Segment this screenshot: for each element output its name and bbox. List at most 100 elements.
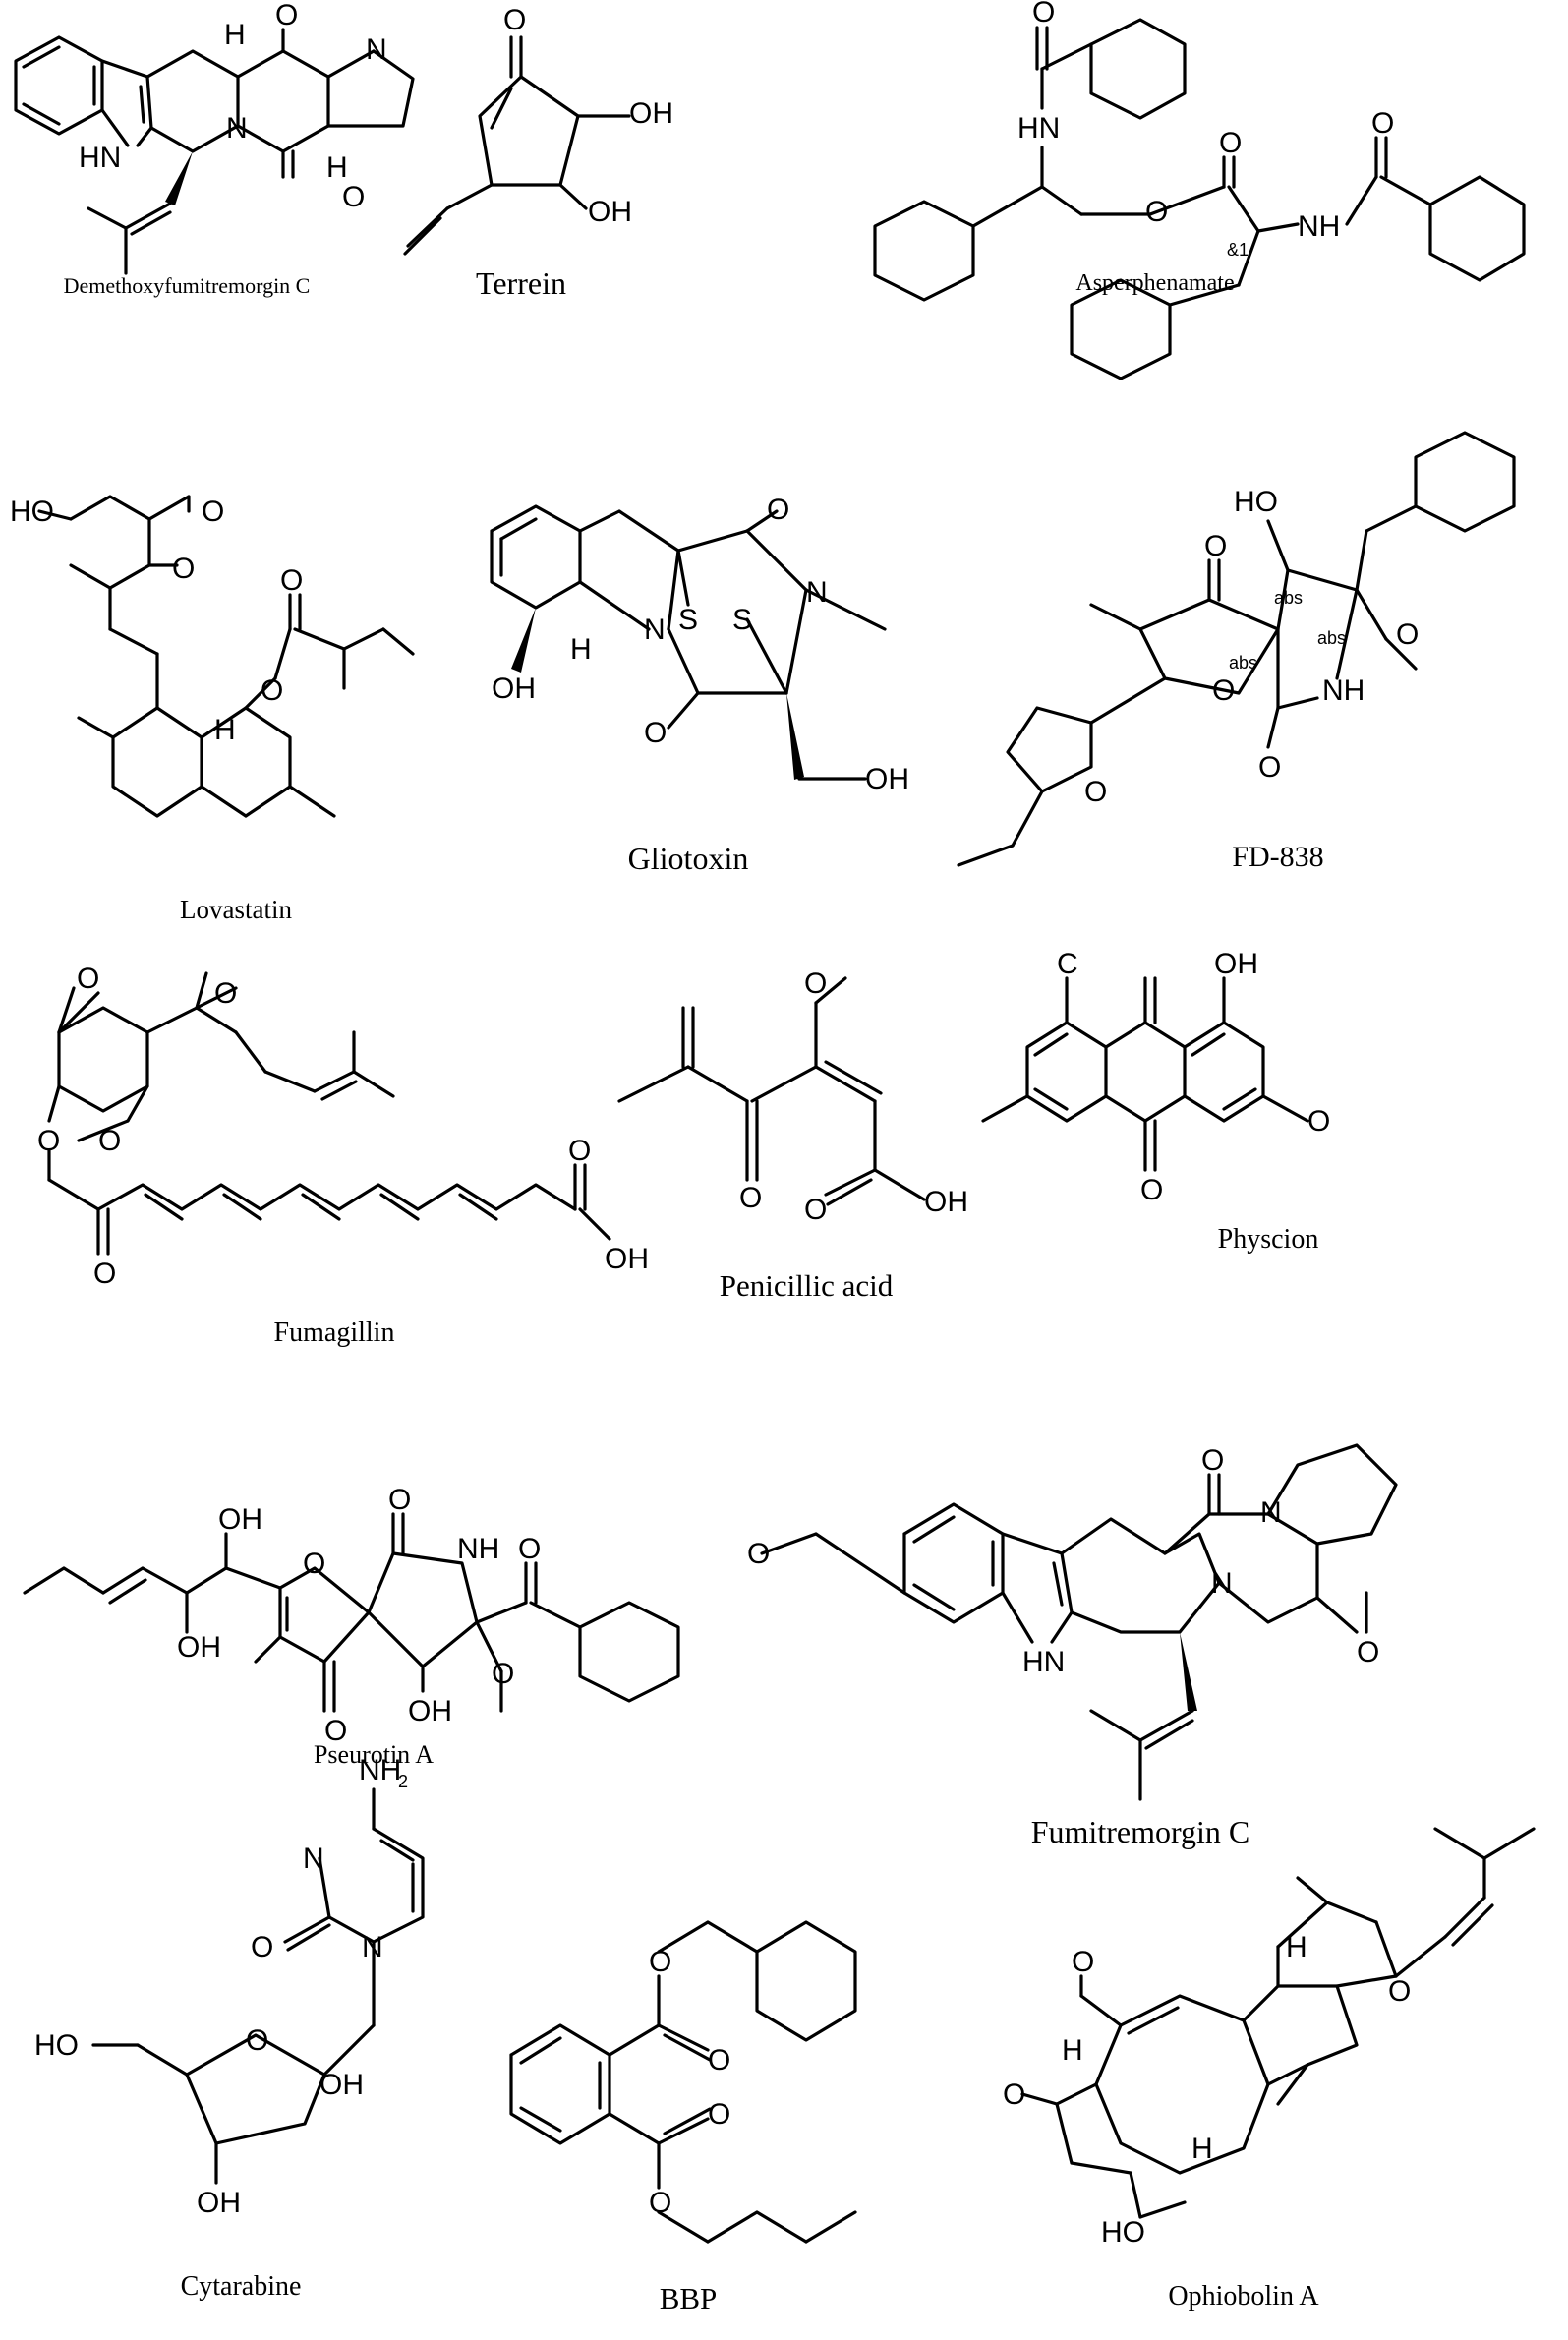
atom-label: O bbox=[1396, 618, 1419, 651]
label-fd838: FD-838 bbox=[1232, 841, 1324, 873]
atom-label: O bbox=[649, 1946, 671, 1978]
atom-label: O bbox=[388, 1484, 411, 1516]
atom-label: O bbox=[767, 494, 789, 526]
structure-fumagillin: O O O O O O OH bbox=[37, 963, 649, 1290]
atom-label: O bbox=[708, 2044, 730, 2077]
atom-label: HN bbox=[1022, 1646, 1065, 1678]
atom-label: HO bbox=[10, 496, 54, 528]
atom-label: N bbox=[226, 112, 248, 145]
structure-penicillic-acid: O O O OH bbox=[617, 967, 968, 1226]
atom-label: O bbox=[518, 1533, 541, 1565]
atom-label: abs bbox=[1229, 653, 1257, 673]
atom-label: HO bbox=[1234, 486, 1278, 518]
label-asperphenamate: Asperphenamate bbox=[1075, 270, 1235, 296]
atom-label: O bbox=[1371, 107, 1394, 140]
atom-label: N bbox=[1260, 1496, 1282, 1529]
atom-label: N bbox=[644, 614, 666, 646]
atom-label: N bbox=[1211, 1567, 1233, 1600]
structure-cytarabine: NH 2 N O N O HO OH OH bbox=[34, 1754, 425, 2219]
atom-label: NH bbox=[359, 1754, 401, 1786]
atom-label: O bbox=[1084, 776, 1107, 808]
atom-label: NH bbox=[1298, 210, 1340, 243]
atom-label: O bbox=[649, 2187, 671, 2219]
structure-bbp: O O O O bbox=[509, 1920, 857, 2244]
atom-label: O bbox=[739, 1182, 762, 1214]
atom-label: HN bbox=[1017, 112, 1060, 145]
atom-label: N bbox=[362, 1931, 383, 1963]
label-physcion: Physcion bbox=[1217, 1224, 1319, 1255]
atom-label: O bbox=[1307, 1105, 1330, 1138]
atom-label: OH bbox=[197, 2187, 241, 2219]
atom-label: O bbox=[1140, 1174, 1163, 1206]
label-pseurotin-a: Pseurotin A bbox=[313, 1740, 435, 1769]
atom-label: O bbox=[172, 553, 195, 585]
atom-label: O bbox=[804, 967, 827, 1000]
atom-label: O bbox=[1032, 0, 1055, 29]
atom-label: O bbox=[804, 1194, 827, 1226]
atom-label: O bbox=[1003, 2078, 1025, 2111]
label-fumitremorgin-c: Fumitremorgin C bbox=[1030, 1814, 1250, 1849]
atom-label: HN bbox=[79, 142, 121, 174]
structure-pseurotin-a: OH OH O NH O O O O OH bbox=[23, 1484, 680, 1747]
atom-label: OH bbox=[1214, 948, 1258, 980]
atom-label: H bbox=[224, 19, 246, 51]
atom-label: NH bbox=[1322, 674, 1365, 707]
atom-label: OH bbox=[924, 1186, 968, 1218]
structure-asperphenamate: O HN O O &1 NH O bbox=[873, 0, 1526, 380]
atom-label: H bbox=[1062, 2034, 1083, 2067]
atom-label: O bbox=[644, 717, 667, 749]
atom-label: O bbox=[93, 1258, 116, 1290]
structure-lovastatin: HO O O H O O bbox=[10, 495, 415, 818]
atom-label: O bbox=[303, 1548, 325, 1580]
atom-label: O bbox=[275, 0, 298, 31]
atom-label: OH bbox=[218, 1503, 262, 1536]
atom-label: NH bbox=[457, 1533, 499, 1565]
label-cytarabine: Cytarabine bbox=[180, 2271, 302, 2302]
structure-fumitremorgin-c: O N N O HN O bbox=[747, 1443, 1398, 1801]
atom-label: O bbox=[1388, 1975, 1411, 2008]
atom-label: O bbox=[503, 4, 526, 36]
atom-label: O bbox=[1072, 1946, 1094, 1978]
structure-demethoxyfumitremorgin-c: H O N N H O HN bbox=[14, 0, 415, 275]
atom-label: O bbox=[246, 2024, 268, 2057]
atom-label: O bbox=[98, 1125, 121, 1157]
atom-label: O bbox=[1201, 1444, 1224, 1477]
atom-label: O bbox=[214, 977, 237, 1010]
structure-ophiobolin-a: O O H H H O HO bbox=[1003, 1827, 1536, 2249]
label-demethoxyfumitremorgin-c: Demethoxyfumitremorgin C bbox=[63, 273, 311, 298]
atom-label: O bbox=[1219, 127, 1242, 159]
atom-label: O bbox=[342, 181, 365, 213]
atom-label: 2 bbox=[398, 1772, 408, 1791]
structure-fd838: HO O abs abs abs O NH O O O bbox=[957, 431, 1516, 867]
atom-label: OH bbox=[319, 2069, 364, 2101]
atom-label: H bbox=[326, 151, 348, 184]
structure-physcion: C OH O O bbox=[981, 948, 1330, 1206]
atom-label: O bbox=[1258, 751, 1281, 784]
atom-label: H bbox=[1286, 1931, 1307, 1963]
atom-label: O bbox=[492, 1658, 514, 1690]
atom-label: OH bbox=[408, 1695, 452, 1727]
atom-label: O bbox=[1357, 1636, 1379, 1668]
atom-label: OH bbox=[629, 97, 673, 130]
atom-label: H bbox=[214, 714, 236, 746]
atom-label: H bbox=[1191, 2133, 1213, 2165]
atom-label: O bbox=[708, 2098, 730, 2131]
atom-label: O bbox=[747, 1538, 770, 1570]
atom-label: OH bbox=[177, 1631, 221, 1664]
atom-label: H bbox=[570, 633, 592, 666]
atom-label: S bbox=[732, 604, 752, 636]
atom-label: N bbox=[806, 576, 828, 609]
atom-label: abs bbox=[1274, 588, 1303, 608]
label-penicillic-acid: Penicillic acid bbox=[719, 1268, 894, 1303]
label-lovastatin: Lovastatin bbox=[180, 895, 292, 924]
atom-label: O bbox=[261, 674, 283, 707]
atom-label: S bbox=[678, 604, 698, 636]
atom-label: HO bbox=[34, 2029, 79, 2062]
atom-label: N bbox=[366, 33, 387, 66]
atom-label: O bbox=[202, 496, 224, 528]
atom-label: O bbox=[251, 1931, 273, 1963]
label-bbp: BBP bbox=[659, 2281, 718, 2315]
atom-label: OH bbox=[492, 673, 536, 705]
